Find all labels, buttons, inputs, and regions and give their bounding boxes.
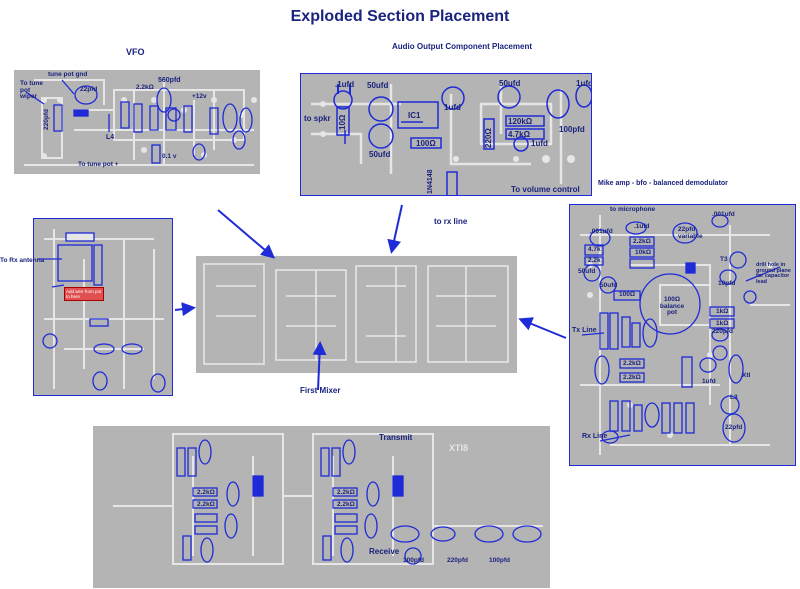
audio-label-17: to rx line [434,217,468,226]
mike-board: to microphone .001ufd .001ufd .1ufd 4.7k… [569,204,796,466]
mike-label-2: .001ufd [712,211,735,218]
mike-label-23: L3 [730,394,738,401]
transmit-label-2: XTI8 [449,443,469,453]
audio-label-10: 120kΩ [508,117,533,126]
vfo-traces [24,79,257,166]
arrow-mixer [312,341,327,391]
mike-label-0: to microphone [610,206,656,213]
vfo-label-4: +12v [192,93,207,100]
transmit-label-0: Transmit [379,433,413,442]
arrow-rxant [174,302,196,317]
mike-label-12: 100Ω [619,291,636,298]
rxant-label-0: To Rx antenna [0,257,45,264]
mike-label-25: Rx Line [582,433,608,440]
arrow-audio [387,204,403,254]
mike-label-1: .001ufd [590,228,613,235]
mike-label-8: 22pfd variable [678,226,703,240]
mike-label-22: XtI [742,372,751,379]
vfo-label-3: 560pfd [158,77,181,84]
mike-label-4: 4.7k [588,246,601,253]
mike-label-14: 10pfd [718,280,736,287]
mike-heading: Mike amp - bfo - balanced demodulator [598,180,728,187]
transmit-board: Transmit Receive XTI8 2.2kΩ 2.2kΩ 2.2kΩ … [93,426,550,588]
vfo-label-1: To tune pot wiper [20,80,43,100]
audio-label-11: 4.7kΩ [508,130,530,139]
audio-traces [311,84,591,195]
rxant-traces [38,229,166,393]
transmit-label-1: Receive [369,547,400,556]
audio-label-1: .1ufd [335,80,355,89]
page-title: Exploded Section Placement [290,8,510,25]
arrow-vfo [217,209,276,259]
mike-label-26: 22pfd [725,424,743,431]
mike-label-6: 2.2kΩ [633,238,651,245]
mike-label-17: 1kΩ [716,320,729,327]
mike-label-24: 1ufd [702,378,716,385]
audio-board: to spkr .1ufd 50ufd 10Ω IC1 50ufd 100Ω 5… [300,73,592,196]
mike-label-9: T3 [720,256,728,263]
audio-label-2: 50ufd [367,81,389,90]
mike-label-5: 2.2k [588,257,601,264]
audio-label-13: 1ufd [531,139,548,148]
vfo-heading: VFO [126,47,145,57]
center-caption: First Mixer [300,386,341,395]
audio-label-14: 100pfd [559,125,585,134]
audio-label-5: 50ufd [369,150,391,159]
audio-label-15: To volume control [511,185,580,194]
transmit-traces [113,433,543,565]
transmit-label-7: 100pfd [403,557,424,564]
mike-label-7: 10kΩ [635,249,652,256]
vfo-label-0: tune pot gnd [48,71,88,78]
mike-traces [580,214,790,455]
vfo-label-7: 2.2kΩ [136,84,154,91]
transmit-label-3: 2.2kΩ [197,489,215,496]
mike-label-11: 50ufd [600,282,618,289]
rxant-note: Add wire from pot to here [64,287,104,301]
mike-label-21: 2.2kΩ [623,374,641,381]
transmit-label-9: 100pfd [489,557,510,564]
audio-label-7: 50ufd [499,79,521,88]
transmit-label-8: 220pfd [447,557,468,564]
audio-heading: Audio Output Component Placement [392,42,532,51]
vfo-label-6: L4 [106,134,115,141]
vfo-label-8: 0.1 v [162,153,177,160]
vfo-label-9: To tune pot + [78,161,119,168]
main-board-traces [203,263,509,365]
mike-label-10: 50ufd [578,268,596,275]
mike-label-19: Tx Line [572,327,597,334]
mike-label-13: 100Ω balance pot [659,296,685,316]
arrow-mike [518,317,567,339]
audio-label-6: 100Ω [416,139,436,148]
mike-label-16: 1kΩ [716,308,729,315]
transmit-label-6: 2.2kΩ [337,501,355,508]
rxant-board: Add wire from pot to here [33,218,173,396]
vfo-board: tune pot gnd To tune pot wiper 22pfd 560… [14,70,260,174]
audio-label-8: 1ufd [444,103,461,112]
main-board: ​ [196,256,517,373]
audio-label-0: to spkr [304,114,331,123]
mike-label-3: .1ufd [634,223,650,230]
mike-label-18: 220pfd [712,328,733,335]
mike-label-15: drill hole in ground plane for capacitor… [756,262,791,285]
vfo-label-2: 22pfd [80,86,98,93]
audio-label-4: IC1 [408,111,421,120]
transmit-label-5: 2.2kΩ [337,489,355,496]
mike-label-20: 2.2kΩ [623,360,641,367]
audio-label-9: 1ufd [576,79,592,88]
transmit-label-4: 2.2kΩ [197,501,215,508]
